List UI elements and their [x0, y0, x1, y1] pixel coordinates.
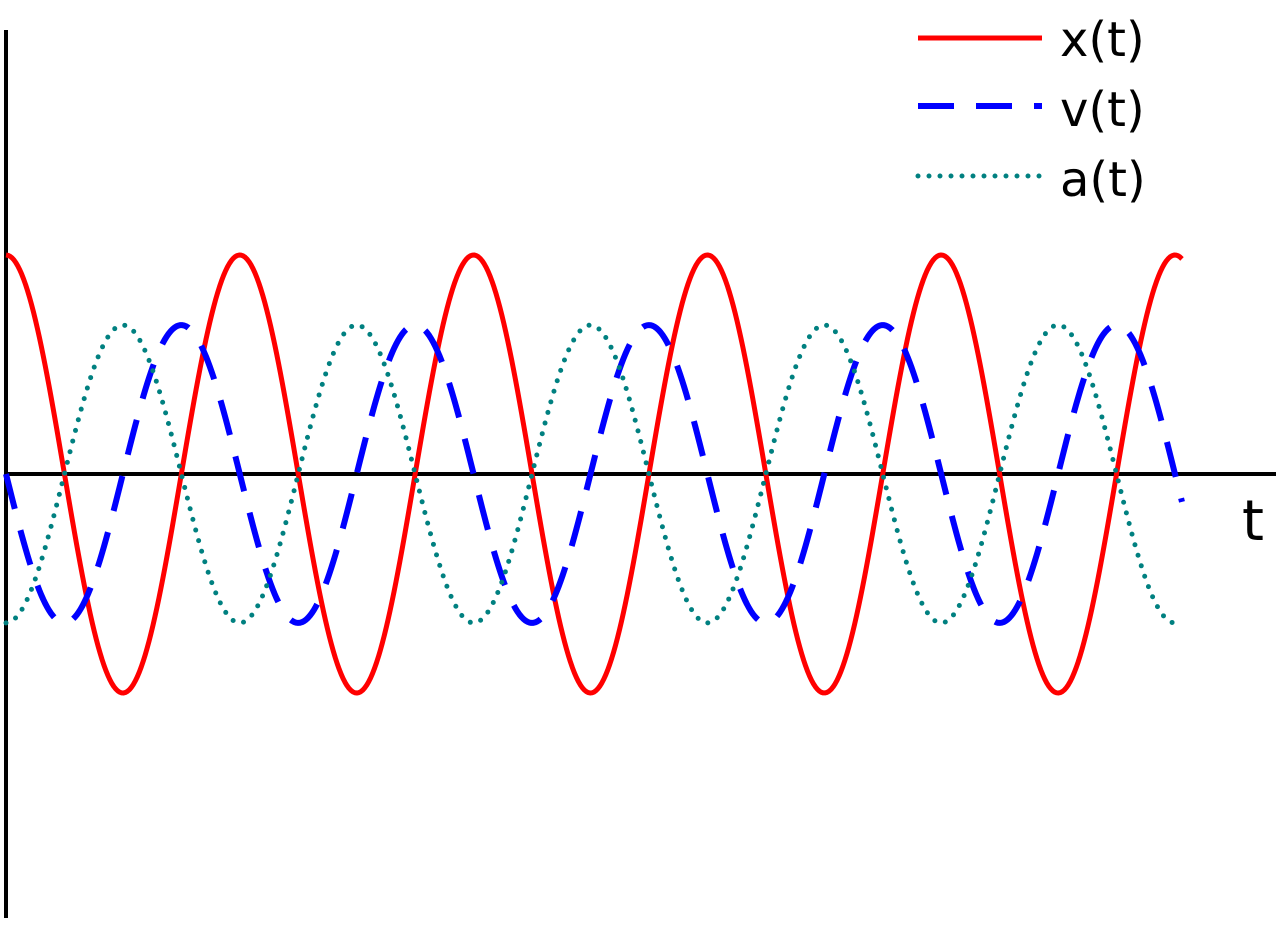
series-line-a — [3, 322, 1185, 626]
series-line-x — [5, 252, 1184, 696]
x-axis-label: t — [1242, 489, 1264, 554]
legend-label-a: a(t) — [1060, 152, 1146, 208]
legend-label-x: x(t) — [1060, 12, 1145, 68]
series-line-v — [3, 322, 1185, 626]
legend: x(t) v(t) a(t) — [915, 12, 1146, 208]
series-layer — [3, 252, 1185, 696]
legend-label-v: v(t) — [1060, 82, 1145, 138]
